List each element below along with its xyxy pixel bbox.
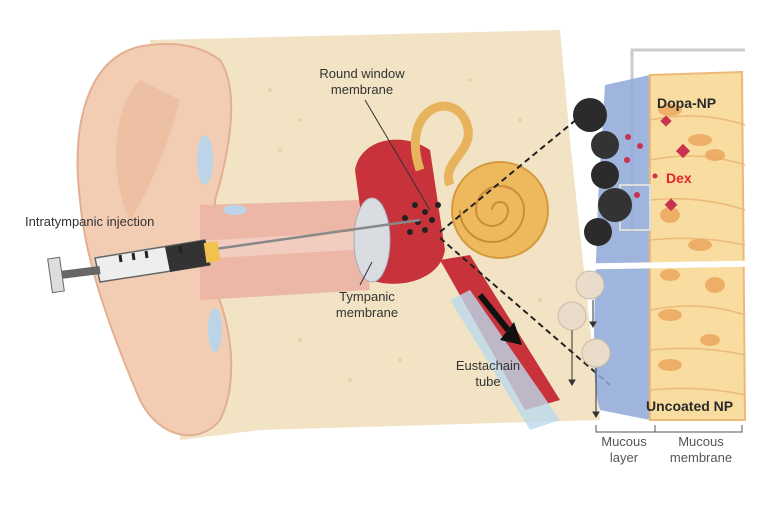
mucous-layer-shape [594,75,650,420]
bone-texture [268,78,542,382]
cochlea [451,161,549,259]
pinna-fold [116,80,180,220]
dopa-nanoparticles [573,98,632,246]
cartilage [197,135,247,352]
syringe [47,218,421,294]
zoom-line-top [439,99,601,233]
uncoated-np-label: Uncoated NP [646,398,734,414]
injection-label: Intratympanic injection [25,214,155,229]
flow-arrow-icon [477,293,511,332]
zoom-line-bottom [439,237,611,386]
outer-ear-pinna [76,42,233,437]
tympanic-membrane-shape [353,197,391,283]
dex-label: Dex [666,170,692,186]
dopa-np-label: Dopa-NP [657,95,717,111]
semicircular-canals [410,101,473,187]
inset-panel [557,48,751,433]
